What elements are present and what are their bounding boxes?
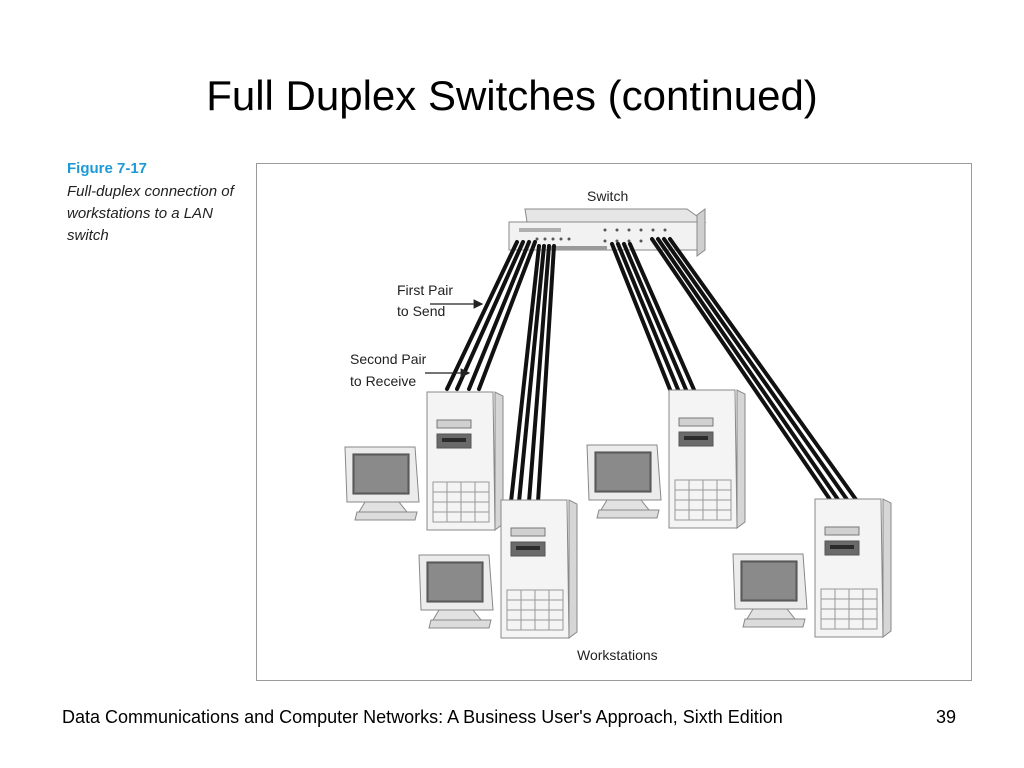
cable-ws1-a	[445, 240, 519, 391]
slide-title: Full Duplex Switches (continued)	[206, 72, 818, 119]
cable-ws2-a	[509, 244, 541, 504]
cable-ws2-b	[517, 244, 546, 504]
cable-ws1-b	[455, 240, 525, 391]
cable-ws1-d	[477, 240, 537, 391]
workstation-icon	[732, 498, 892, 638]
first-pair-label-line2: to Send	[397, 303, 445, 319]
figure-label: Figure 7-17	[67, 160, 148, 177]
switch-label: Switch	[587, 188, 628, 204]
cable-ws3-b	[616, 242, 681, 394]
cable-ws3-c	[622, 242, 689, 394]
network-diagram: Switch First Pair to Send Second Pair to…	[256, 163, 972, 681]
footer-text: Data Communications and Computer Network…	[62, 707, 783, 727]
workstation-icon	[418, 499, 578, 639]
cable-pairs	[445, 237, 859, 504]
figure-caption: Figure 7-17 Full-duplex connection of wo…	[67, 160, 247, 247]
page-number: 39	[936, 707, 957, 727]
cable-ws4-a	[650, 237, 833, 503]
second-pair-label-line2: to Receive	[350, 373, 416, 389]
cable-ws4-d	[668, 237, 859, 503]
workstation-icon	[586, 389, 746, 529]
figure-description: Full-duplex connection of workstations t…	[67, 183, 234, 244]
cable-ws2-d	[536, 244, 556, 504]
diagram-canvas: Switch First Pair to Send Second Pair to…	[344, 188, 892, 663]
first-pair-label-line1: First Pair	[397, 282, 453, 298]
cable-ws1-c	[467, 240, 531, 391]
cable-ws4-c	[662, 237, 850, 503]
workstation-icon	[344, 391, 504, 531]
cable-ws4-b	[656, 237, 841, 503]
second-pair-label-line1: Second Pair	[350, 351, 427, 367]
workstations-label: Workstations	[577, 647, 658, 663]
cable-ws3-d	[628, 242, 697, 394]
cable-ws3-a	[610, 242, 673, 394]
cable-ws2-c	[527, 244, 551, 504]
